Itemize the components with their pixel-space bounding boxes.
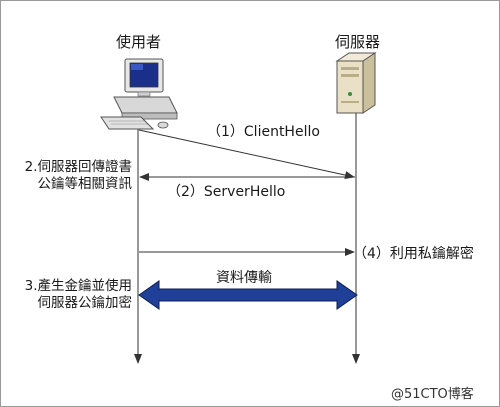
server-cert-note-line2: 公鑰等相關資訊 bbox=[37, 176, 133, 192]
decrypt-label: （4）利用私鑰解密 bbox=[353, 246, 474, 262]
server-actor-label: 伺服器 bbox=[335, 33, 381, 51]
key-encrypt-note: 3.產生金鑰並使用 伺服器公鑰加密 bbox=[7, 278, 132, 312]
client-hello-arrow bbox=[138, 129, 355, 179]
server-cert-note-line1: 2.伺服器回傳證書 bbox=[24, 159, 132, 175]
watermark: @51CTO博客 bbox=[391, 387, 474, 402]
desktop-computer-icon bbox=[100, 58, 178, 130]
server-hello-label: （2）ServerHello bbox=[167, 184, 286, 200]
key-encrypt-note-line1: 3.產生金鑰並使用 bbox=[24, 278, 132, 294]
server-cert-note: 2.伺服器回傳證書 公鑰等相關資訊 bbox=[7, 159, 132, 193]
client-actor-label: 使用者 bbox=[116, 33, 162, 51]
client-hello-label: （1）ClientHello bbox=[207, 124, 320, 140]
data-transfer-arrow bbox=[138, 280, 358, 310]
data-transfer-label: 資料傳輸 bbox=[216, 270, 272, 286]
key-encrypt-note-line2: 伺服器公鑰加密 bbox=[37, 295, 133, 311]
server-tower-icon bbox=[335, 52, 377, 114]
